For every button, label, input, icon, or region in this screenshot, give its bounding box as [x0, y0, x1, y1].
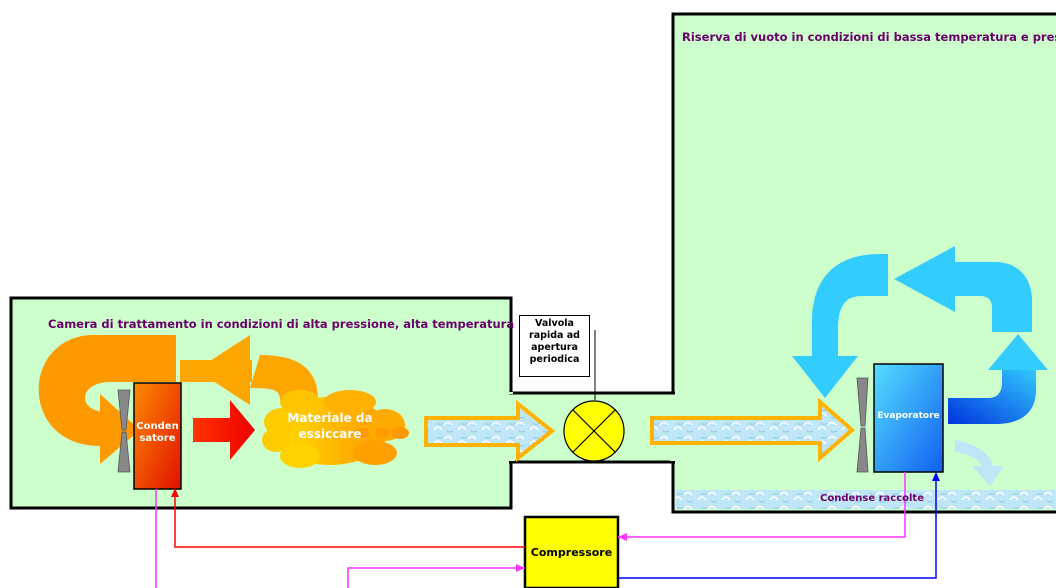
- hot-air-loop-arrows: [38, 335, 318, 464]
- refrigerant-pipes: [155, 472, 940, 588]
- cold-air-loop-arrows: [792, 246, 1032, 398]
- fan-left-icon: [117, 389, 131, 473]
- treatment-chamber: [9, 296, 513, 510]
- heated-air-arrow: [193, 400, 255, 460]
- vapor-flow-arrow-left: [424, 399, 556, 463]
- evaporator-unit: [873, 363, 944, 473]
- material-to-dry: [262, 390, 409, 468]
- cooled-air-arrow: [948, 334, 1048, 424]
- evaporator-label: Evaporatore: [877, 411, 940, 421]
- chamber-title: Camera di trattamento in condizioni di a…: [48, 317, 515, 331]
- reserve-title: Riserva di vuoto in condizioni di bassa …: [682, 30, 1056, 44]
- valve-note: Valvola rapida ad apertura periodica: [519, 315, 590, 377]
- material-label: Materiale da essiccare: [287, 411, 373, 441]
- periodic-valve-icon: [563, 330, 625, 462]
- condensate-drip-arrow: [955, 440, 1004, 486]
- condensate-label: Condense raccolte: [820, 493, 924, 504]
- vapor-flow-arrow-right: [650, 397, 856, 463]
- condenser-unit: [133, 382, 182, 490]
- compressor-unit: [523, 515, 620, 588]
- compressor-label: Compressore: [530, 546, 613, 559]
- condenser-label: Conden satore: [136, 421, 179, 444]
- fan-right-icon: [856, 377, 869, 473]
